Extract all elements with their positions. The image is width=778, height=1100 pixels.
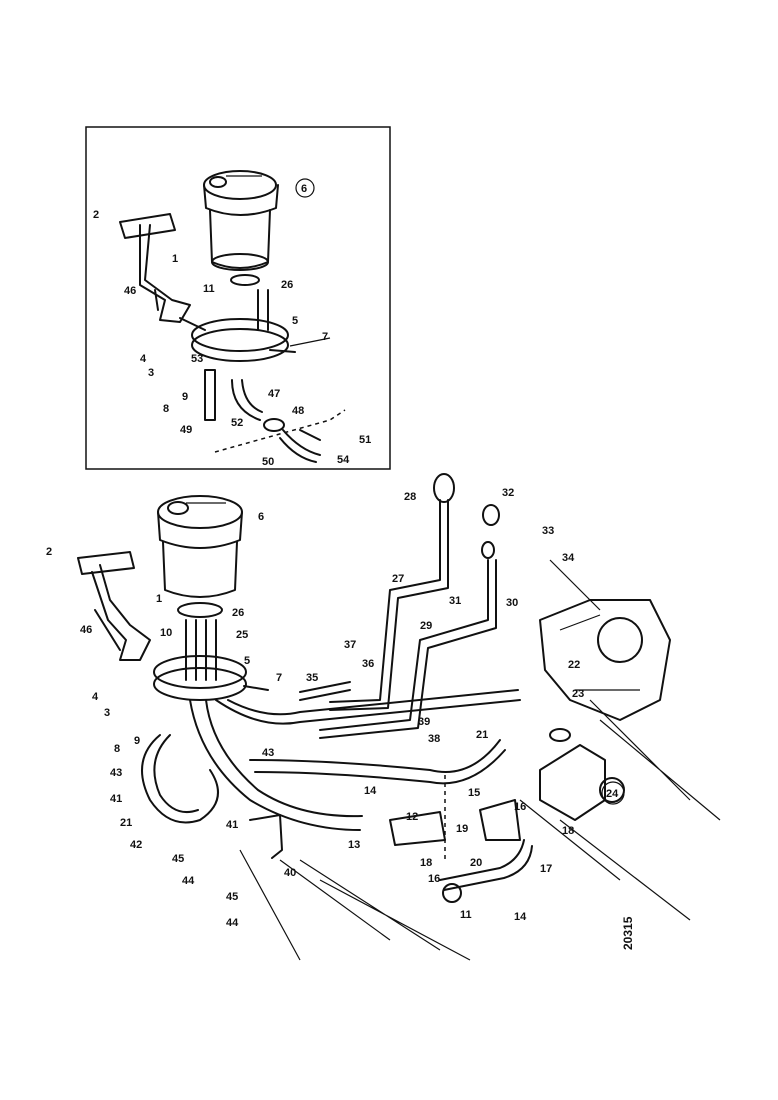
callout-24-circle bbox=[601, 781, 625, 805]
callout-4: 4 bbox=[92, 691, 99, 703]
inset-reservoir bbox=[203, 170, 279, 271]
callout-22: 22 bbox=[568, 659, 580, 671]
callout-18-right: 18 bbox=[562, 825, 574, 837]
callout-33: 33 bbox=[542, 525, 554, 537]
inset-callout-54: 54 bbox=[337, 454, 350, 466]
inset-callout-2: 2 bbox=[93, 209, 99, 221]
inset-callout-11: 11 bbox=[203, 283, 215, 295]
callout-34: 34 bbox=[562, 552, 575, 564]
callout-14-upper: 14 bbox=[364, 785, 377, 797]
callout-21-upper: 21 bbox=[476, 729, 488, 741]
inset-callout-49: 49 bbox=[180, 424, 192, 436]
inset-callout-9: 9 bbox=[182, 391, 188, 403]
inset-callout-6-circle bbox=[295, 178, 315, 198]
callout-19: 19 bbox=[456, 823, 468, 835]
callout-41-left: 41 bbox=[110, 793, 122, 805]
callout-11: 11 bbox=[460, 909, 472, 921]
inset-callout-50: 50 bbox=[262, 456, 274, 468]
callout-10: 10 bbox=[160, 627, 172, 639]
callout-27: 27 bbox=[392, 573, 404, 585]
inset-callout-1: 1 bbox=[172, 253, 178, 265]
inset-callout-8: 8 bbox=[163, 403, 169, 415]
main-reservoir bbox=[157, 495, 243, 598]
callout-43-b: 43 bbox=[110, 767, 122, 779]
callout-18-lower: 18 bbox=[420, 857, 432, 869]
callout-13: 13 bbox=[348, 839, 360, 851]
inset-callout-3: 3 bbox=[148, 367, 154, 379]
inset-lower-hose bbox=[204, 369, 346, 463]
inset-callout-53: 53 bbox=[191, 353, 203, 365]
inset-callout-7: 7 bbox=[322, 331, 328, 343]
inset-callout-47: 47 bbox=[268, 388, 280, 400]
main-clamp bbox=[153, 655, 269, 701]
inset-callout-52: 52 bbox=[231, 417, 243, 429]
inset-bracket bbox=[119, 213, 191, 323]
callout-39: 39 bbox=[418, 716, 430, 728]
inset-frame bbox=[85, 126, 391, 470]
inset-callout-48: 48 bbox=[292, 405, 304, 417]
callout-15: 15 bbox=[468, 787, 480, 799]
lower-fittings bbox=[249, 799, 533, 903]
callout-16-lower: 16 bbox=[428, 873, 440, 885]
callout-3: 3 bbox=[104, 707, 110, 719]
callout-41-center: 41 bbox=[226, 819, 238, 831]
callout-7: 7 bbox=[276, 672, 282, 684]
inset-callouts: 2 6 1 11 26 46 5 7 4 53 3 9 8 47 49 52 4… bbox=[93, 178, 371, 468]
callout-28: 28 bbox=[404, 491, 416, 503]
callout-37: 37 bbox=[344, 639, 356, 651]
return-pipes bbox=[299, 473, 500, 739]
inset-callout-51: 51 bbox=[359, 434, 371, 446]
callout-30: 30 bbox=[506, 597, 518, 609]
inset-clamp bbox=[179, 274, 331, 362]
callout-38: 38 bbox=[428, 733, 440, 745]
reference-lines bbox=[239, 559, 721, 961]
callout-45-upper: 45 bbox=[172, 853, 184, 865]
callout-24: 24 bbox=[606, 788, 619, 800]
callout-23: 23 bbox=[572, 688, 584, 700]
callout-32: 32 bbox=[502, 487, 514, 499]
main-bracket bbox=[77, 551, 151, 661]
main-standpipes bbox=[177, 602, 223, 681]
callout-31: 31 bbox=[449, 595, 461, 607]
main-callouts: 28 32 33 34 6 2 27 31 30 1 26 29 46 10 2… bbox=[46, 487, 625, 929]
callout-20: 20 bbox=[470, 857, 482, 869]
callout-44-upper: 44 bbox=[182, 875, 195, 887]
callout-44-lower: 44 bbox=[226, 917, 239, 929]
callout-43-a: 43 bbox=[262, 747, 274, 759]
callout-42: 42 bbox=[130, 839, 142, 851]
callout-36: 36 bbox=[362, 658, 374, 670]
callout-16-upper: 16 bbox=[514, 801, 526, 813]
callout-25: 25 bbox=[236, 629, 248, 641]
inset-callout-6: 6 bbox=[301, 183, 307, 195]
callout-29: 29 bbox=[420, 620, 432, 632]
steering-box bbox=[539, 599, 671, 721]
callout-2: 2 bbox=[46, 546, 52, 558]
callout-6: 6 bbox=[258, 511, 264, 523]
inset-callout-5: 5 bbox=[292, 315, 298, 327]
callout-26: 26 bbox=[232, 607, 244, 619]
callout-17: 17 bbox=[540, 863, 552, 875]
callout-21-lower: 21 bbox=[120, 817, 132, 829]
drawing-number: 20315 bbox=[621, 916, 635, 950]
callout-45-lower: 45 bbox=[226, 891, 238, 903]
inset-callout-46: 46 bbox=[124, 285, 136, 297]
callout-46: 46 bbox=[80, 624, 92, 636]
inset-callout-4: 4 bbox=[140, 353, 147, 365]
inset-callout-26: 26 bbox=[281, 279, 293, 291]
callout-14-lower: 14 bbox=[514, 911, 527, 923]
main-hoses bbox=[141, 689, 521, 831]
callout-5: 5 bbox=[244, 655, 250, 667]
callout-40: 40 bbox=[284, 867, 296, 879]
callout-35: 35 bbox=[306, 672, 318, 684]
callout-12: 12 bbox=[406, 811, 418, 823]
callout-9: 9 bbox=[134, 735, 140, 747]
callout-1: 1 bbox=[156, 593, 162, 605]
callout-8: 8 bbox=[114, 743, 120, 755]
